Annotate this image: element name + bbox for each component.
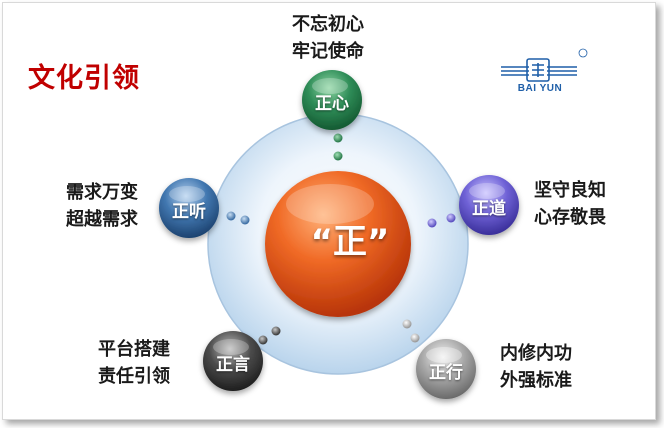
- caption-zhengyan-line2: 责任引领: [98, 366, 170, 387]
- logo-text: BAI YUN: [517, 83, 563, 94]
- node-label-zhengxin: 正心: [315, 94, 349, 114]
- connector-dots-zhengting: [226, 211, 250, 225]
- node-label-zhengdao: 正道: [472, 199, 506, 219]
- connector-dots-zhengxing: [402, 319, 420, 343]
- caption-zhengting-line1: 需求万变: [66, 182, 138, 203]
- caption-zhengxin-line2: 牢记使命: [292, 41, 364, 62]
- caption-zhengxing-line1: 内修内功: [500, 343, 572, 364]
- connector-dots-zhengdao: [427, 213, 456, 228]
- node-zhengxing: [416, 339, 476, 399]
- caption-zhengdao: 坚守良知 心存敬畏: [534, 177, 606, 231]
- caption-zhengxing-line2: 外强标准: [500, 370, 572, 391]
- caption-zhengxin-line1: 不忘初心: [292, 14, 364, 35]
- node-zhengxin: [302, 70, 362, 130]
- node-zhengdao: [459, 175, 519, 235]
- node-label-zhengxing: 正行: [429, 363, 463, 383]
- node-zhengting: [159, 178, 219, 238]
- caption-zhengdao-line1: 坚守良知: [534, 180, 606, 201]
- caption-zhengyan-line1: 平台搭建: [98, 339, 170, 360]
- connector-dots-zhengxin: [333, 133, 343, 161]
- connector-dots-zhengyan: [258, 326, 281, 345]
- center-label: “正”: [310, 222, 390, 262]
- caption-zhengting-line2: 超越需求: [66, 209, 138, 230]
- node-label-zhengting: 正听: [172, 202, 206, 222]
- baiyun-logo-icon: [501, 48, 588, 82]
- caption-zhengxin: 不忘初心 牢记使命: [292, 11, 364, 65]
- caption-zhengyan: 平台搭建 责任引领: [98, 336, 170, 390]
- caption-zhengxing: 内修内功 外强标准: [500, 340, 572, 394]
- slide-title: 文化引领: [28, 63, 140, 94]
- caption-zhengdao-line2: 心存敬畏: [534, 207, 606, 228]
- caption-zhengting: 需求万变 超越需求: [66, 179, 138, 233]
- center-sphere: [265, 171, 411, 317]
- node-label-zhengyan: 正言: [216, 355, 250, 375]
- node-zhengyan: [203, 331, 263, 391]
